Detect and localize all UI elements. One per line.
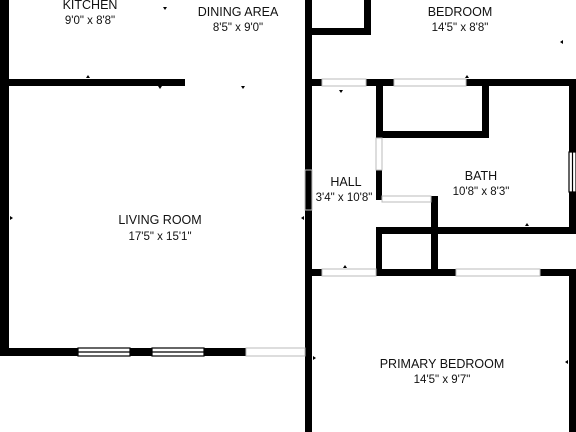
primary-bedroom-dims: 14'5" x 9'7" <box>414 374 471 386</box>
bath-name: BATH <box>465 169 497 183</box>
kitchen-name: KITCHEN <box>63 0 118 12</box>
wall-living-bottom-right <box>204 348 246 356</box>
kitchen-dims: 9'0" x 8'8" <box>65 15 115 27</box>
door-markers <box>10 7 568 364</box>
wall-bath-closet-right <box>482 86 489 138</box>
wall-kitchen-living <box>0 79 185 86</box>
living-room-dims: 17'5" x 15'1" <box>128 231 191 243</box>
dining-area-dims: 8'5" x 9'0" <box>213 22 263 34</box>
bath-dims: 10'8" x 8'3" <box>453 186 510 198</box>
opening-living-bottom <box>245 347 306 357</box>
dining-area-name: DINING AREA <box>198 5 279 19</box>
wall-center-upper <box>305 0 312 86</box>
wall-bath-right-lower <box>569 192 576 234</box>
wall-bath-bottom <box>376 227 576 234</box>
room-labels: KITCHEN 9'0" x 8'8" DINING AREA 8'5" x 9… <box>63 0 510 386</box>
openings <box>245 78 541 357</box>
wall-linen-vertical <box>431 196 438 276</box>
wall-primary-top-left <box>312 269 322 276</box>
wall-bath-closet-left <box>376 86 383 138</box>
opening-hall-left <box>304 169 313 211</box>
opening-bedroom-closet <box>393 78 467 87</box>
wall-left-outer <box>0 0 9 356</box>
opening-hall-primary <box>321 268 377 277</box>
primary-bedroom-name: PRIMARY BEDROOM <box>380 357 505 371</box>
wall-bedroom-bottom-right <box>466 79 576 86</box>
wall-right-outer-lower <box>569 276 576 432</box>
hall-dims: 3'4" x 10'8" <box>316 192 373 204</box>
wall-bath-right-upper <box>569 86 576 152</box>
wall-hall-bath-upper <box>376 170 382 200</box>
wall-primary-top-mid <box>376 269 456 276</box>
wall-living-bottom-left <box>0 348 78 356</box>
wall-closet-top-vertical <box>364 0 371 34</box>
opening-linen <box>381 195 432 203</box>
wall-primary-top-right <box>540 269 576 276</box>
wall-hall-bath-lower <box>376 234 382 274</box>
bedroom-dims: 14'5" x 8'8" <box>432 22 489 34</box>
wall-bath-closet-bottom <box>376 131 489 138</box>
windows <box>77 151 576 357</box>
wall-bedroom-bottom-mid <box>366 79 394 86</box>
bedroom-name: BEDROOM <box>428 5 493 19</box>
wall-center-bottom <box>305 356 312 432</box>
opening-hall-bath <box>375 137 383 171</box>
hall-name: HALL <box>330 175 361 189</box>
wall-center-lower <box>305 86 312 356</box>
wall-closet-top-horizontal <box>312 28 371 35</box>
wall-living-bottom-mid <box>130 348 152 356</box>
wall-bedroom-bottom-left <box>312 79 322 86</box>
living-room-name: LIVING ROOM <box>118 213 201 227</box>
opening-bedroom-hall <box>321 78 367 87</box>
opening-primary-closet <box>455 268 541 277</box>
